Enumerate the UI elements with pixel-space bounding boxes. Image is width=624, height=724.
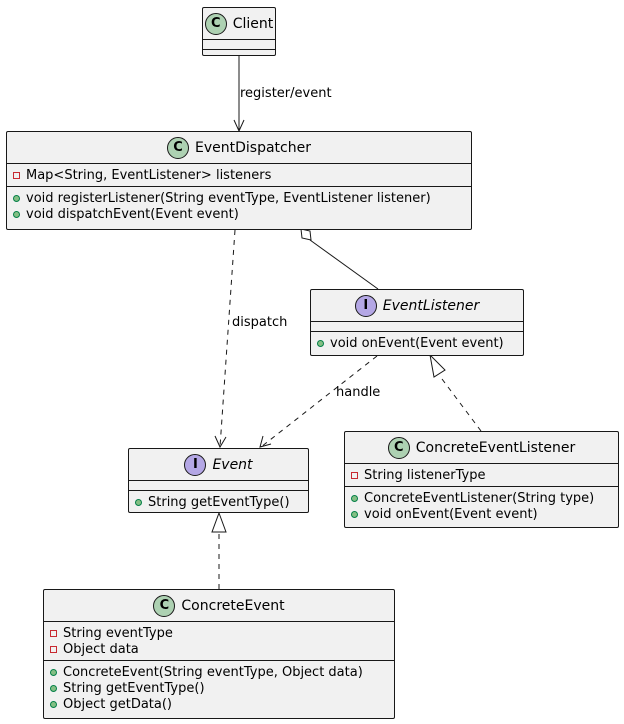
method: void onEvent(Event event) [317,335,517,351]
attribute: String eventType [50,625,388,641]
method-text: ConcreteEventListener(String type) [364,490,595,506]
attribute: Map<String, EventListener> listeners [13,167,465,183]
private-icon [351,471,358,479]
class-badge-icon: C [387,436,410,459]
public-icon [317,339,324,347]
register-event-label: register/event [240,86,332,101]
attribute-text: Object data [63,641,139,657]
class-name: ConcreteEventListener [415,439,576,456]
public-icon [50,668,57,676]
attribute: Object data [50,641,388,657]
private-icon [50,629,57,637]
event-listener-interface: I EventListener void onEvent(Event event… [310,289,524,356]
interface-badge-icon: I [354,294,377,317]
event-interface: I Event String getEventType() [128,448,309,513]
attributes-section [129,481,308,490]
method-text: void registerListener(String eventType, … [26,190,431,206]
method: void onEvent(Event event) [351,506,612,522]
attributes-section: String listenerType [345,464,618,486]
public-icon [13,210,20,218]
class-name: EventDispatcher [195,139,311,156]
attribute: String listenerType [351,467,612,483]
method-text: Object getData() [63,696,173,712]
method: String getEventType() [135,494,302,510]
attributes-section [311,322,523,331]
method: void registerListener(String eventType, … [13,190,465,206]
method-text: void dispatchEvent(Event event) [26,206,239,222]
event-listener-header: I EventListener [311,290,523,322]
public-icon [50,684,57,692]
event-header: I Event [129,449,308,481]
class-badge-icon: C [204,12,227,35]
method: ConcreteEventListener(String type) [351,490,612,506]
aggregation-diamond [300,228,312,241]
handle-label: handle [336,385,381,400]
private-icon [13,171,20,179]
client-class: C Client [202,7,276,56]
concrete-event-listener-class: C ConcreteEventListener String listenerT… [344,431,619,528]
public-icon [13,194,20,202]
method: ConcreteEvent(String eventType, Object d… [50,664,388,680]
interface-name: Event [212,456,253,473]
attribute-text: String eventType [63,625,173,641]
class-name: ConcreteEvent [181,597,285,614]
interface-badge-icon: I [184,453,207,476]
method-text: String getEventType() [148,494,290,510]
method-text: String getEventType() [63,680,205,696]
handle-arrowhead [259,435,272,448]
public-icon [351,494,358,502]
handle-arrow [260,355,378,448]
attributes-section: Map<String, EventListener> listeners [7,164,471,186]
public-icon [50,700,57,708]
attribute-text: Map<String, EventListener> listeners [26,167,272,183]
method-text: void onEvent(Event event) [330,335,504,351]
private-icon [50,645,57,653]
methods-section: void onEvent(Event event) [311,331,523,354]
attributes-section [203,40,275,49]
dispatch-label: dispatch [232,315,288,330]
methods-section [203,49,275,58]
event-realization-triangle [211,511,227,533]
aggregation-line [309,239,379,290]
interface-name: EventListener [382,297,480,314]
attribute-text: String listenerType [364,467,486,483]
class-badge-icon: C [167,136,190,159]
public-icon [135,498,142,506]
listener-realization-triangle [429,353,446,378]
method: void dispatchEvent(Event event) [13,206,465,222]
attributes-section: String eventType Object data [44,622,394,660]
client-class-header: C Client [203,8,275,40]
methods-section: void registerListener(String eventType, … [7,186,471,225]
concrete-event-listener-header: C ConcreteEventListener [345,432,618,464]
method: Object getData() [50,696,388,712]
dispatch-arrowhead [214,435,227,449]
public-icon [351,510,358,518]
method-text: void onEvent(Event event) [364,506,538,522]
class-name: Client [232,15,274,32]
event-dispatcher-class: C EventDispatcher Map<String, EventListe… [6,131,472,230]
concrete-event-class: C ConcreteEvent String eventType Object … [43,589,395,719]
class-badge-icon: C [153,594,176,617]
methods-section: ConcreteEvent(String eventType, Object d… [44,660,394,715]
method-text: ConcreteEvent(String eventType, Object d… [63,664,363,680]
dispatch-arrow [219,229,236,448]
methods-section: String getEventType() [129,490,308,513]
method: String getEventType() [50,680,388,696]
event-dispatcher-header: C EventDispatcher [7,132,471,164]
concrete-event-header: C ConcreteEvent [44,590,394,622]
listener-realization-line [438,374,482,432]
methods-section: ConcreteEventListener(String type) void … [345,486,618,525]
